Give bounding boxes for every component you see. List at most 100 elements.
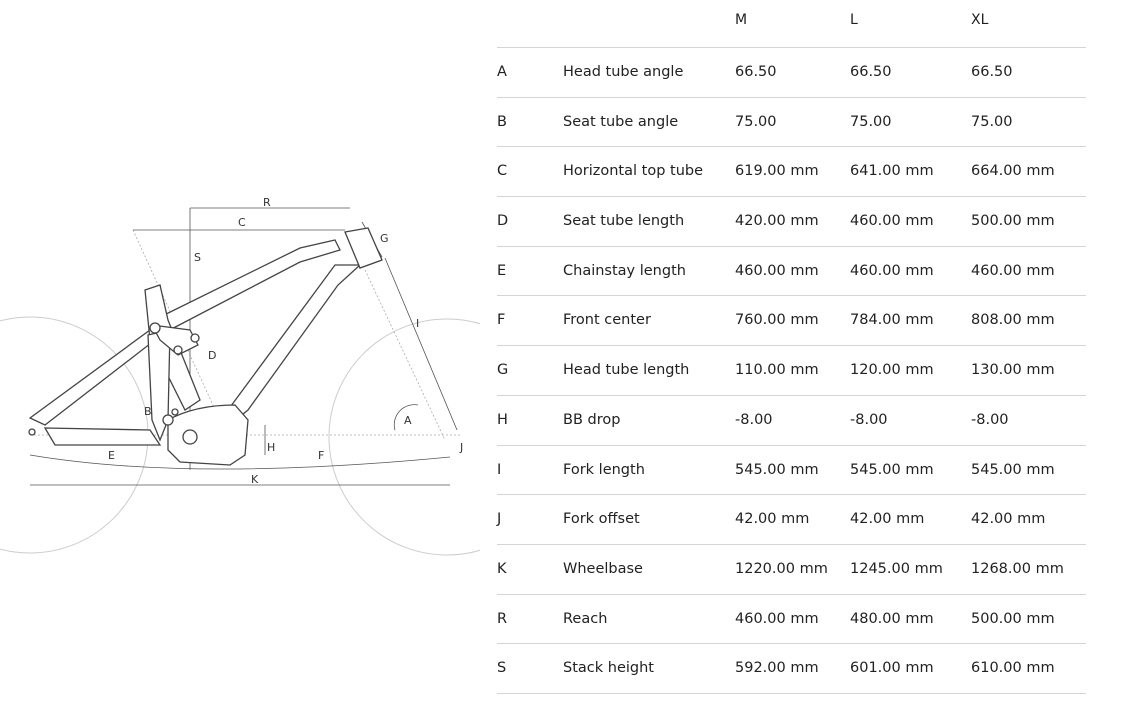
value-l: 75.00	[850, 113, 892, 130]
value-m: 420.00 mm	[735, 213, 819, 230]
row-key: C	[497, 163, 508, 180]
row-key: H	[497, 411, 508, 428]
label-H: H	[267, 441, 275, 454]
value-xl: 42.00 mm	[971, 511, 1046, 528]
seat-stay	[28, 329, 156, 426]
value-xl: 610.00 mm	[971, 660, 1055, 677]
row-key: D	[497, 213, 509, 230]
table-row: F Front center 760.00 mm 784.00 mm 808.00 mm	[497, 296, 1086, 347]
row-key: E	[497, 262, 507, 279]
front-wheel	[328, 318, 480, 556]
row-name: BB drop	[563, 411, 621, 428]
size-header-xl: XL	[971, 12, 989, 28]
size-header-m: M	[735, 12, 748, 28]
row-key: G	[497, 362, 509, 379]
value-xl: 500.00 mm	[971, 213, 1055, 230]
value-l: 42.00 mm	[850, 511, 925, 528]
row-key: A	[497, 64, 507, 80]
table-row: R Reach 460.00 mm 480.00 mm 500.00 mm	[497, 595, 1086, 645]
row-name: Seat tube length	[563, 213, 685, 230]
row-name: Seat tube angle	[563, 113, 679, 130]
value-l: 460.00 mm	[850, 262, 934, 279]
value-m: 110.00 mm	[735, 362, 819, 379]
rocker-link	[150, 324, 199, 356]
row-name: Reach	[563, 610, 608, 627]
value-l: 545.00 mm	[850, 461, 934, 478]
value-xl: 500.00 mm	[971, 610, 1055, 627]
frame	[28, 227, 383, 466]
value-m: 42.00 mm	[735, 511, 810, 528]
label-E: E	[108, 449, 115, 462]
value-l: 460.00 mm	[850, 213, 934, 230]
label-I: I	[416, 317, 419, 330]
row-key: K	[497, 560, 507, 577]
value-l: 480.00 mm	[850, 610, 934, 627]
row-name: Fork offset	[563, 511, 640, 528]
guide-lines	[30, 229, 460, 441]
row-key: J	[497, 511, 502, 528]
value-xl: 130.00 mm	[971, 362, 1055, 379]
value-m: 619.00 mm	[735, 163, 819, 180]
value-xl: 66.50	[971, 64, 1013, 80]
table-row: G Head tube length 110.00 mm 120.00 mm 130.0…	[497, 346, 1086, 396]
value-l: 601.00 mm	[850, 660, 934, 677]
value-xl: 664.00 mm	[971, 163, 1055, 180]
value-m: 545.00 mm	[735, 461, 819, 478]
value-l: 120.00 mm	[850, 362, 934, 379]
value-m: 1220.00 mm	[735, 560, 828, 577]
row-name: Front center	[563, 312, 651, 329]
label-F: F	[318, 449, 324, 462]
label-J: J	[459, 441, 463, 454]
label-C: C	[238, 216, 246, 229]
label-B: B	[144, 405, 152, 418]
row-key: B	[497, 113, 507, 130]
table-row: C Horizontal top tube 619.00 mm 641.00 mm 66…	[497, 147, 1086, 198]
table-row: D Seat tube length 420.00 mm 460.00 mm 500.0…	[497, 197, 1086, 247]
bike-geometry-diagram: R C S G I D B A H J E F K	[0, 196, 480, 556]
label-S: S	[194, 251, 201, 264]
motor-housing	[167, 404, 249, 466]
row-key: F	[497, 312, 506, 329]
table-row: S Stack height 592.00 mm 601.00 mm 610.00 mm	[497, 644, 1086, 694]
value-xl: 75.00	[971, 113, 1013, 130]
row-key: R	[497, 610, 508, 627]
label-R: R	[263, 196, 271, 209]
value-m: -8.00	[735, 411, 773, 428]
label-G: G	[380, 232, 389, 245]
row-key: I	[497, 461, 502, 478]
label-A: A	[404, 414, 412, 427]
value-m: 66.50	[735, 64, 777, 80]
value-l: 784.00 mm	[850, 312, 934, 329]
size-header-l: L	[850, 12, 858, 28]
value-m: 460.00 mm	[735, 262, 819, 279]
dimension-labels: R C S G I D B A H J E F K	[108, 196, 463, 486]
row-name: Horizontal top tube	[563, 163, 704, 180]
row-name: Stack height	[563, 660, 654, 677]
row-name: Chainstay length	[563, 262, 686, 279]
value-xl: 460.00 mm	[971, 262, 1055, 279]
row-name: Fork length	[563, 461, 645, 478]
row-name: Head tube angle	[563, 64, 684, 80]
row-key: S	[497, 660, 507, 677]
table-header: M L XL	[497, 0, 1086, 48]
table-row: A Head tube angle 66.50 66.50 66.50	[497, 48, 1086, 98]
value-m: 592.00 mm	[735, 660, 819, 677]
label-K: K	[251, 473, 259, 486]
value-l: 641.00 mm	[850, 163, 934, 180]
value-xl: 545.00 mm	[971, 461, 1055, 478]
value-m: 460.00 mm	[735, 610, 819, 627]
value-l: 66.50	[850, 64, 892, 80]
chainstay	[43, 427, 162, 446]
row-name: Head tube length	[563, 362, 690, 379]
table-row: J Fork offset 42.00 mm 42.00 mm 42.00 mm	[497, 495, 1086, 545]
label-D: D	[208, 349, 216, 362]
head-tube	[344, 227, 383, 269]
table-row: I Fork length 545.00 mm 545.00 mm 545.00 mm	[497, 446, 1086, 496]
value-xl: 1268.00 mm	[971, 560, 1064, 577]
value-xl: 808.00 mm	[971, 312, 1055, 329]
value-m: 760.00 mm	[735, 312, 819, 329]
table-row: E Chainstay length 460.00 mm 460.00 mm 460.0…	[497, 247, 1086, 297]
